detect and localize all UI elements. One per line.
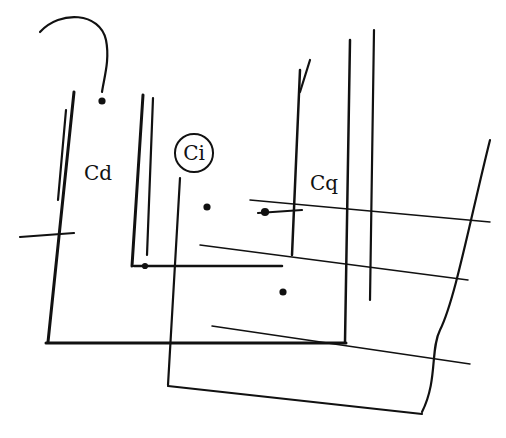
outer-wall [48, 92, 74, 342]
hook-stroke [40, 17, 107, 92]
dot [281, 290, 286, 295]
dot [205, 205, 210, 210]
overlay-left [168, 178, 180, 385]
tick [20, 233, 74, 237]
outer-floor [46, 342, 346, 345]
handwritten-label: Cd [82, 162, 114, 184]
outer-wall-inner [58, 110, 66, 200]
dot [100, 99, 105, 104]
inner-right-wall [292, 70, 300, 255]
node-text: Ci [183, 143, 205, 163]
handwritten-label: Cq [308, 172, 340, 194]
inner-wall-inner [147, 98, 153, 255]
inner-floor [134, 265, 282, 268]
dot [262, 209, 268, 215]
hatch-line [212, 326, 470, 364]
stroke [300, 60, 310, 92]
inner-wall [132, 95, 143, 266]
outer-right-wall [345, 40, 350, 342]
circled-label: Ci [174, 133, 214, 173]
overlay-bottom [168, 386, 422, 414]
hatch-line [200, 245, 468, 280]
hatch-line [250, 200, 490, 222]
outer-right-wall-2 [370, 30, 374, 300]
dot [143, 264, 147, 268]
